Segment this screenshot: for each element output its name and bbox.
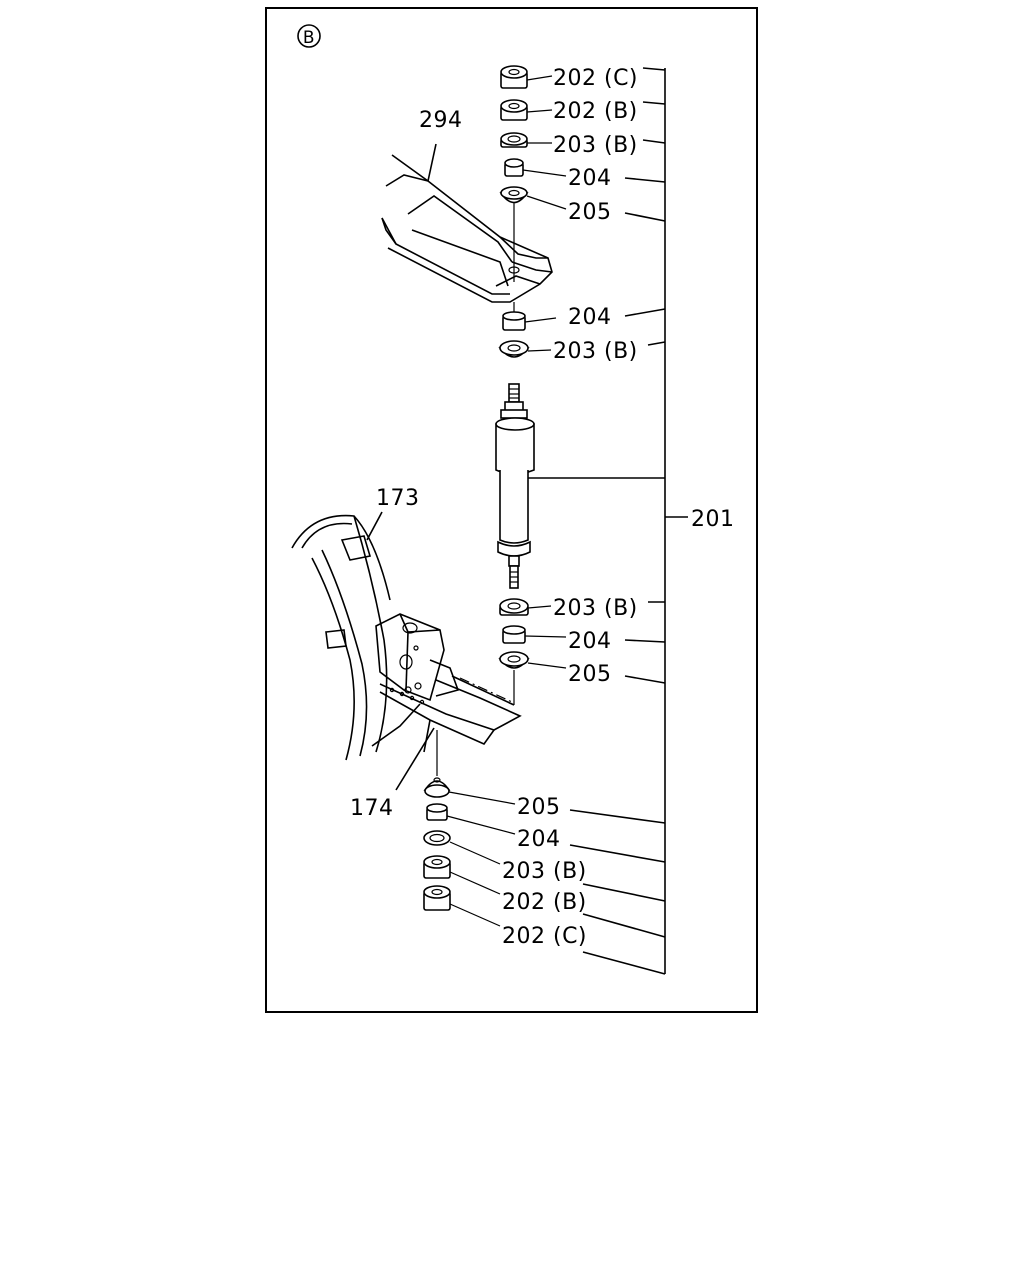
label-203b-bot: 203 (B) <box>502 859 587 884</box>
section-marker-letter: B <box>303 28 315 48</box>
retainer-205-top <box>499 186 529 204</box>
bracket-174 <box>371 613 522 791</box>
nut-202c-bot <box>423 885 451 911</box>
nut-202c-top <box>500 65 528 89</box>
label-202b-bot: 202 (B) <box>502 890 587 915</box>
washer-203b-bot <box>423 830 451 846</box>
bushing-204-mid <box>502 311 526 331</box>
assembly-bracket-201 <box>527 67 688 975</box>
frame-173 <box>291 511 391 761</box>
label-174: 174 <box>350 796 394 821</box>
label-204-bot: 204 <box>517 827 561 852</box>
label-203b-low: 203 (B) <box>553 596 638 621</box>
retainer-203b-mid <box>498 340 530 358</box>
label-202c-top: 202 (C) <box>553 66 638 91</box>
label-203b-mid: 203 (B) <box>553 339 638 364</box>
label-205-low: 205 <box>568 662 612 687</box>
nut-202b-bot <box>423 855 451 879</box>
shock-absorber <box>495 383 535 589</box>
label-202b-top: 202 (B) <box>553 99 638 124</box>
label-204-low: 204 <box>568 629 612 654</box>
leader-lines-low <box>513 605 567 705</box>
bushing-204-top <box>504 158 524 177</box>
label-173: 173 <box>376 486 420 511</box>
bushing-204-low <box>502 625 526 644</box>
section-marker: B <box>297 24 321 48</box>
label-205-bot: 205 <box>517 795 561 820</box>
upper-bracket-294 <box>381 143 553 303</box>
leader-lines-mid <box>524 317 557 352</box>
nut-202b-top <box>500 99 528 121</box>
diagram-frame <box>265 7 758 1013</box>
washer-203b-low <box>499 598 529 616</box>
label-294: 294 <box>419 108 463 133</box>
washer-203b-top <box>500 132 528 148</box>
label-205-top: 205 <box>568 200 612 225</box>
label-202c-bot: 202 (C) <box>502 924 587 949</box>
label-204-top: 204 <box>568 166 612 191</box>
bushing-204-bot <box>426 803 448 821</box>
retainer-205-bot <box>423 777 451 798</box>
label-201: 201 <box>691 507 735 532</box>
label-203b-top: 203 (B) <box>553 133 638 158</box>
label-204-mid: 204 <box>568 305 612 330</box>
retainer-205-low <box>498 651 530 669</box>
leader-lines-bottom <box>446 791 516 927</box>
